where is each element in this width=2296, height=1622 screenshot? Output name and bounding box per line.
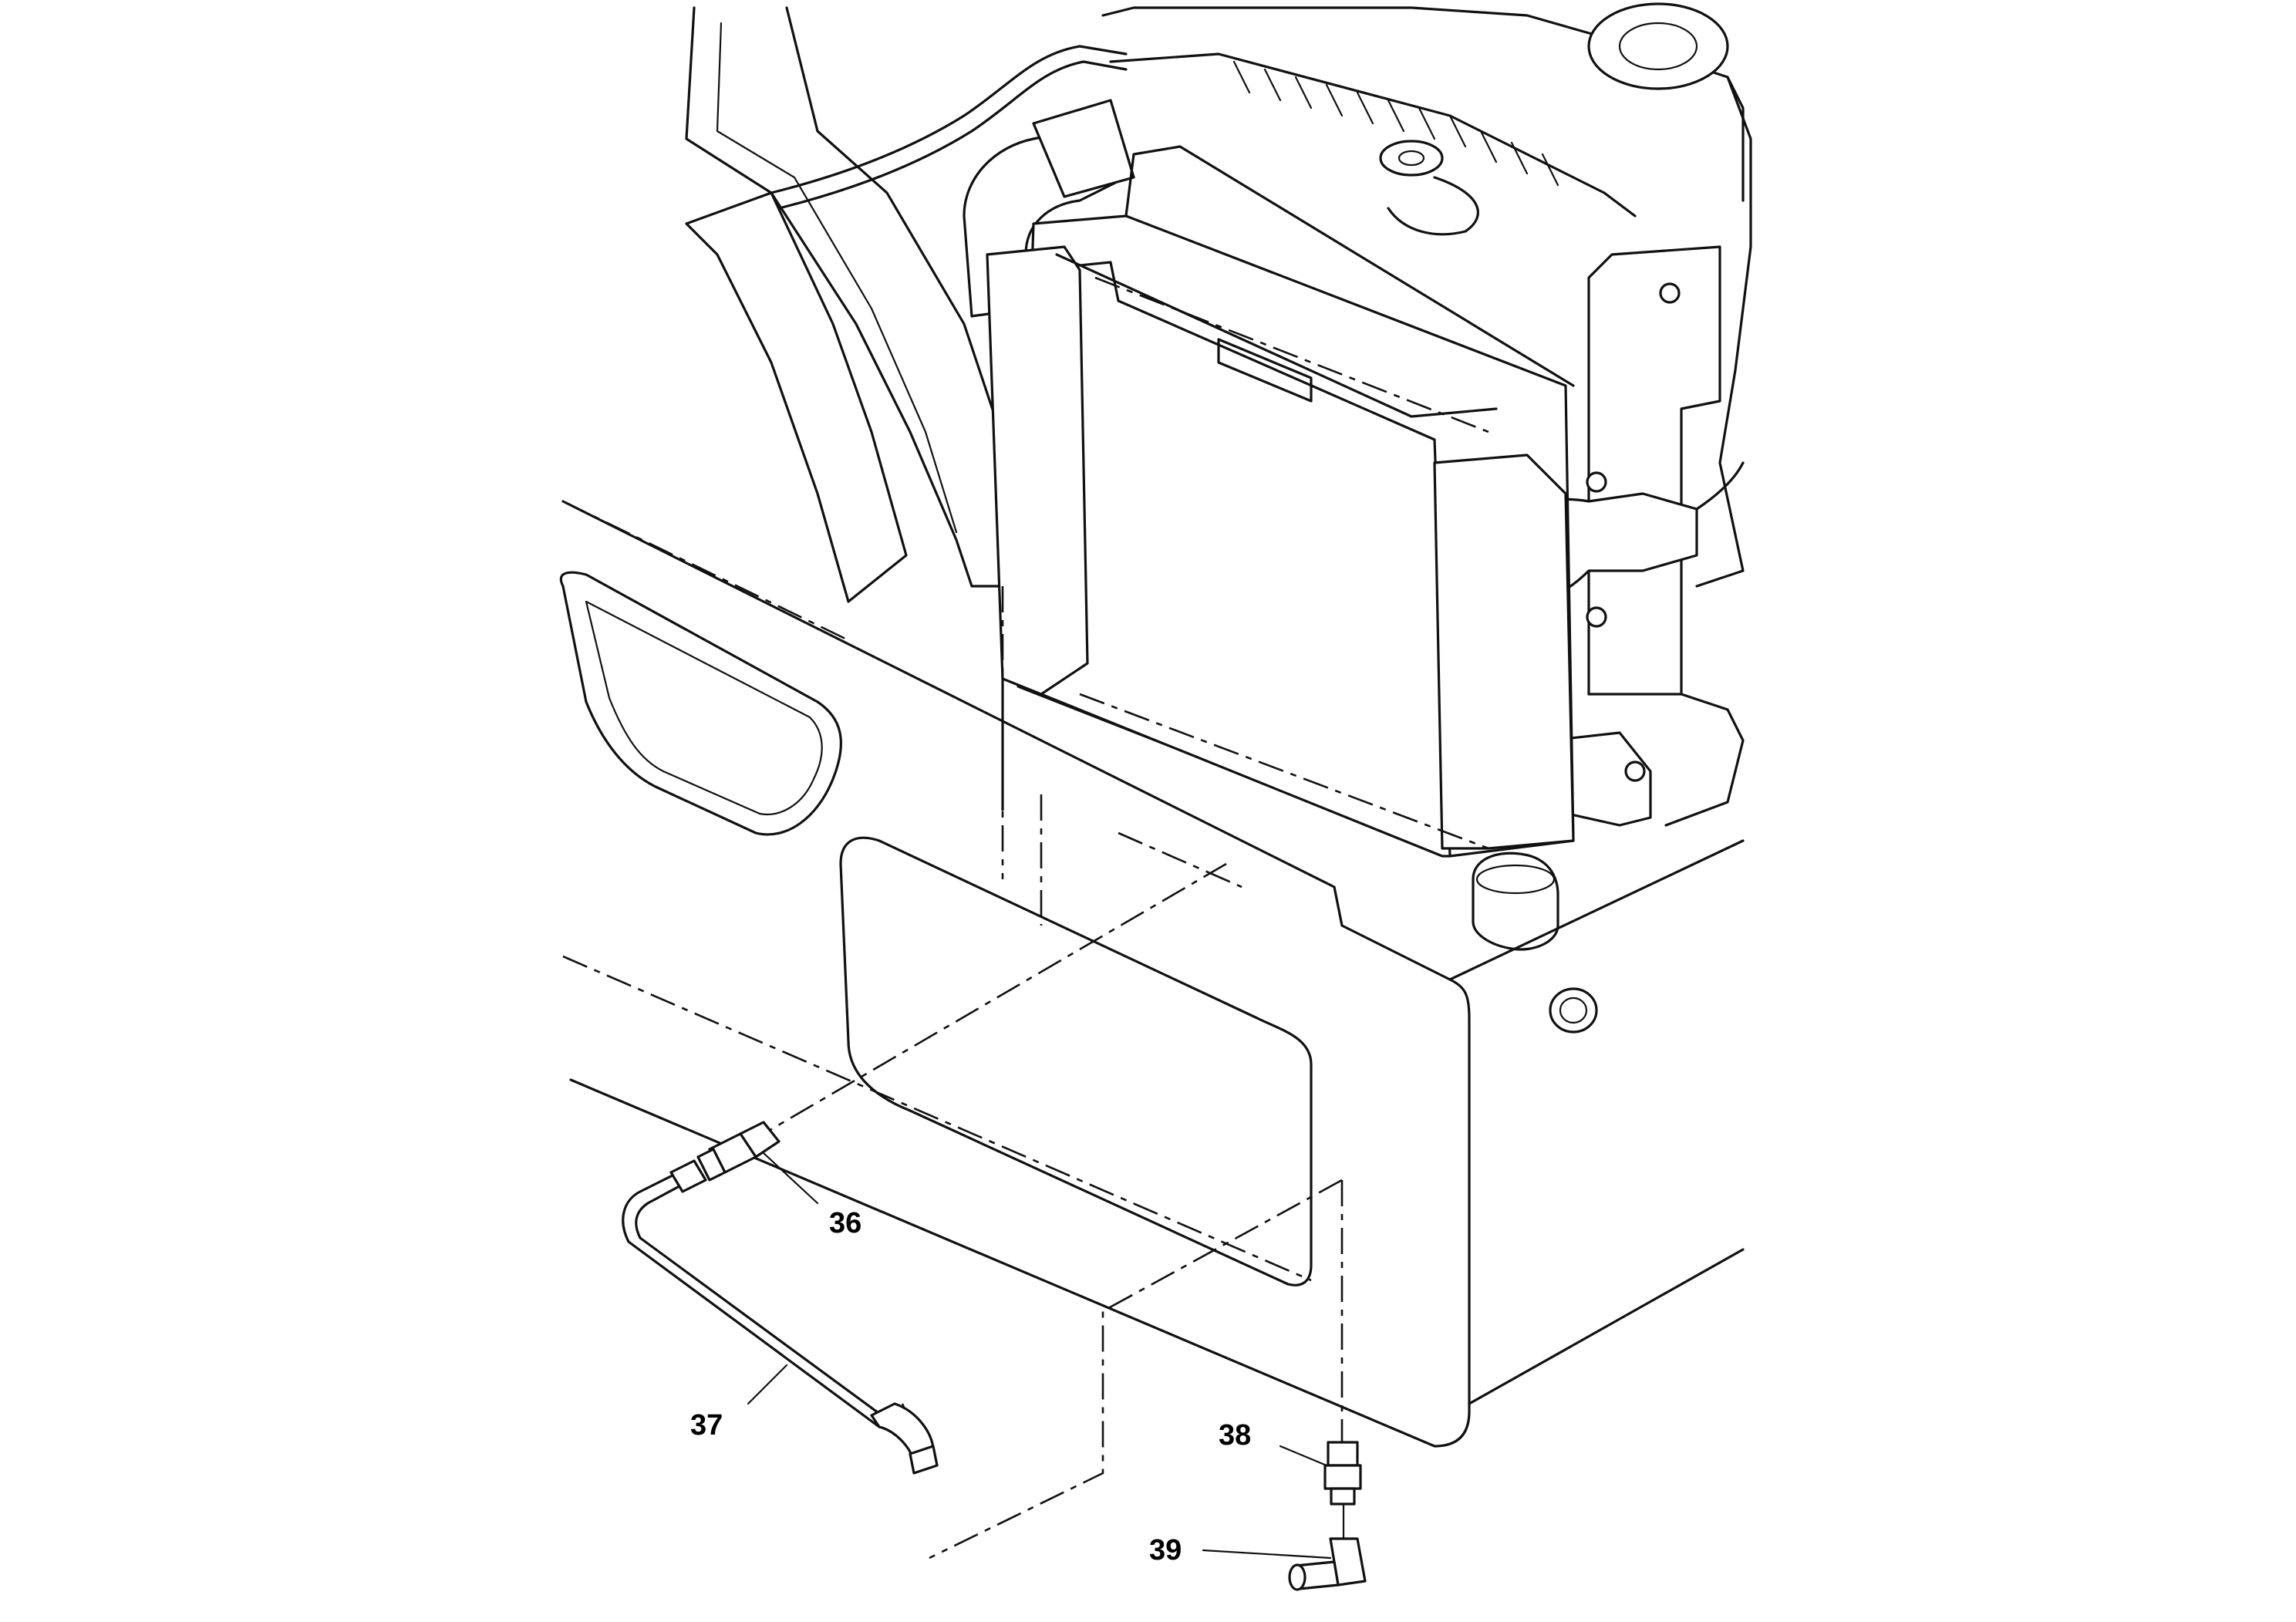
plug [1549,987,1598,1034]
adapter-38 [1323,1441,1362,1540]
callout-37: 37 [690,1409,723,1442]
callout-36: 36 [829,1207,861,1239]
filler-cap [1472,851,1559,951]
callout-38: 38 [1219,1419,1251,1452]
hose-37 [622,1159,939,1475]
radiator [986,145,1575,858]
rear-panel-body [561,500,1745,1448]
rear-panel-cutout [559,571,842,836]
upper-pipe [770,45,1128,210]
fitting-36 [696,1121,781,1182]
callout-39: 39 [1149,1534,1182,1566]
right-bracket [1549,245,1745,827]
callout-leaders [747,1152,1332,1560]
elbow-39 [1288,1537,1367,1591]
engine-block [1101,2,1752,588]
